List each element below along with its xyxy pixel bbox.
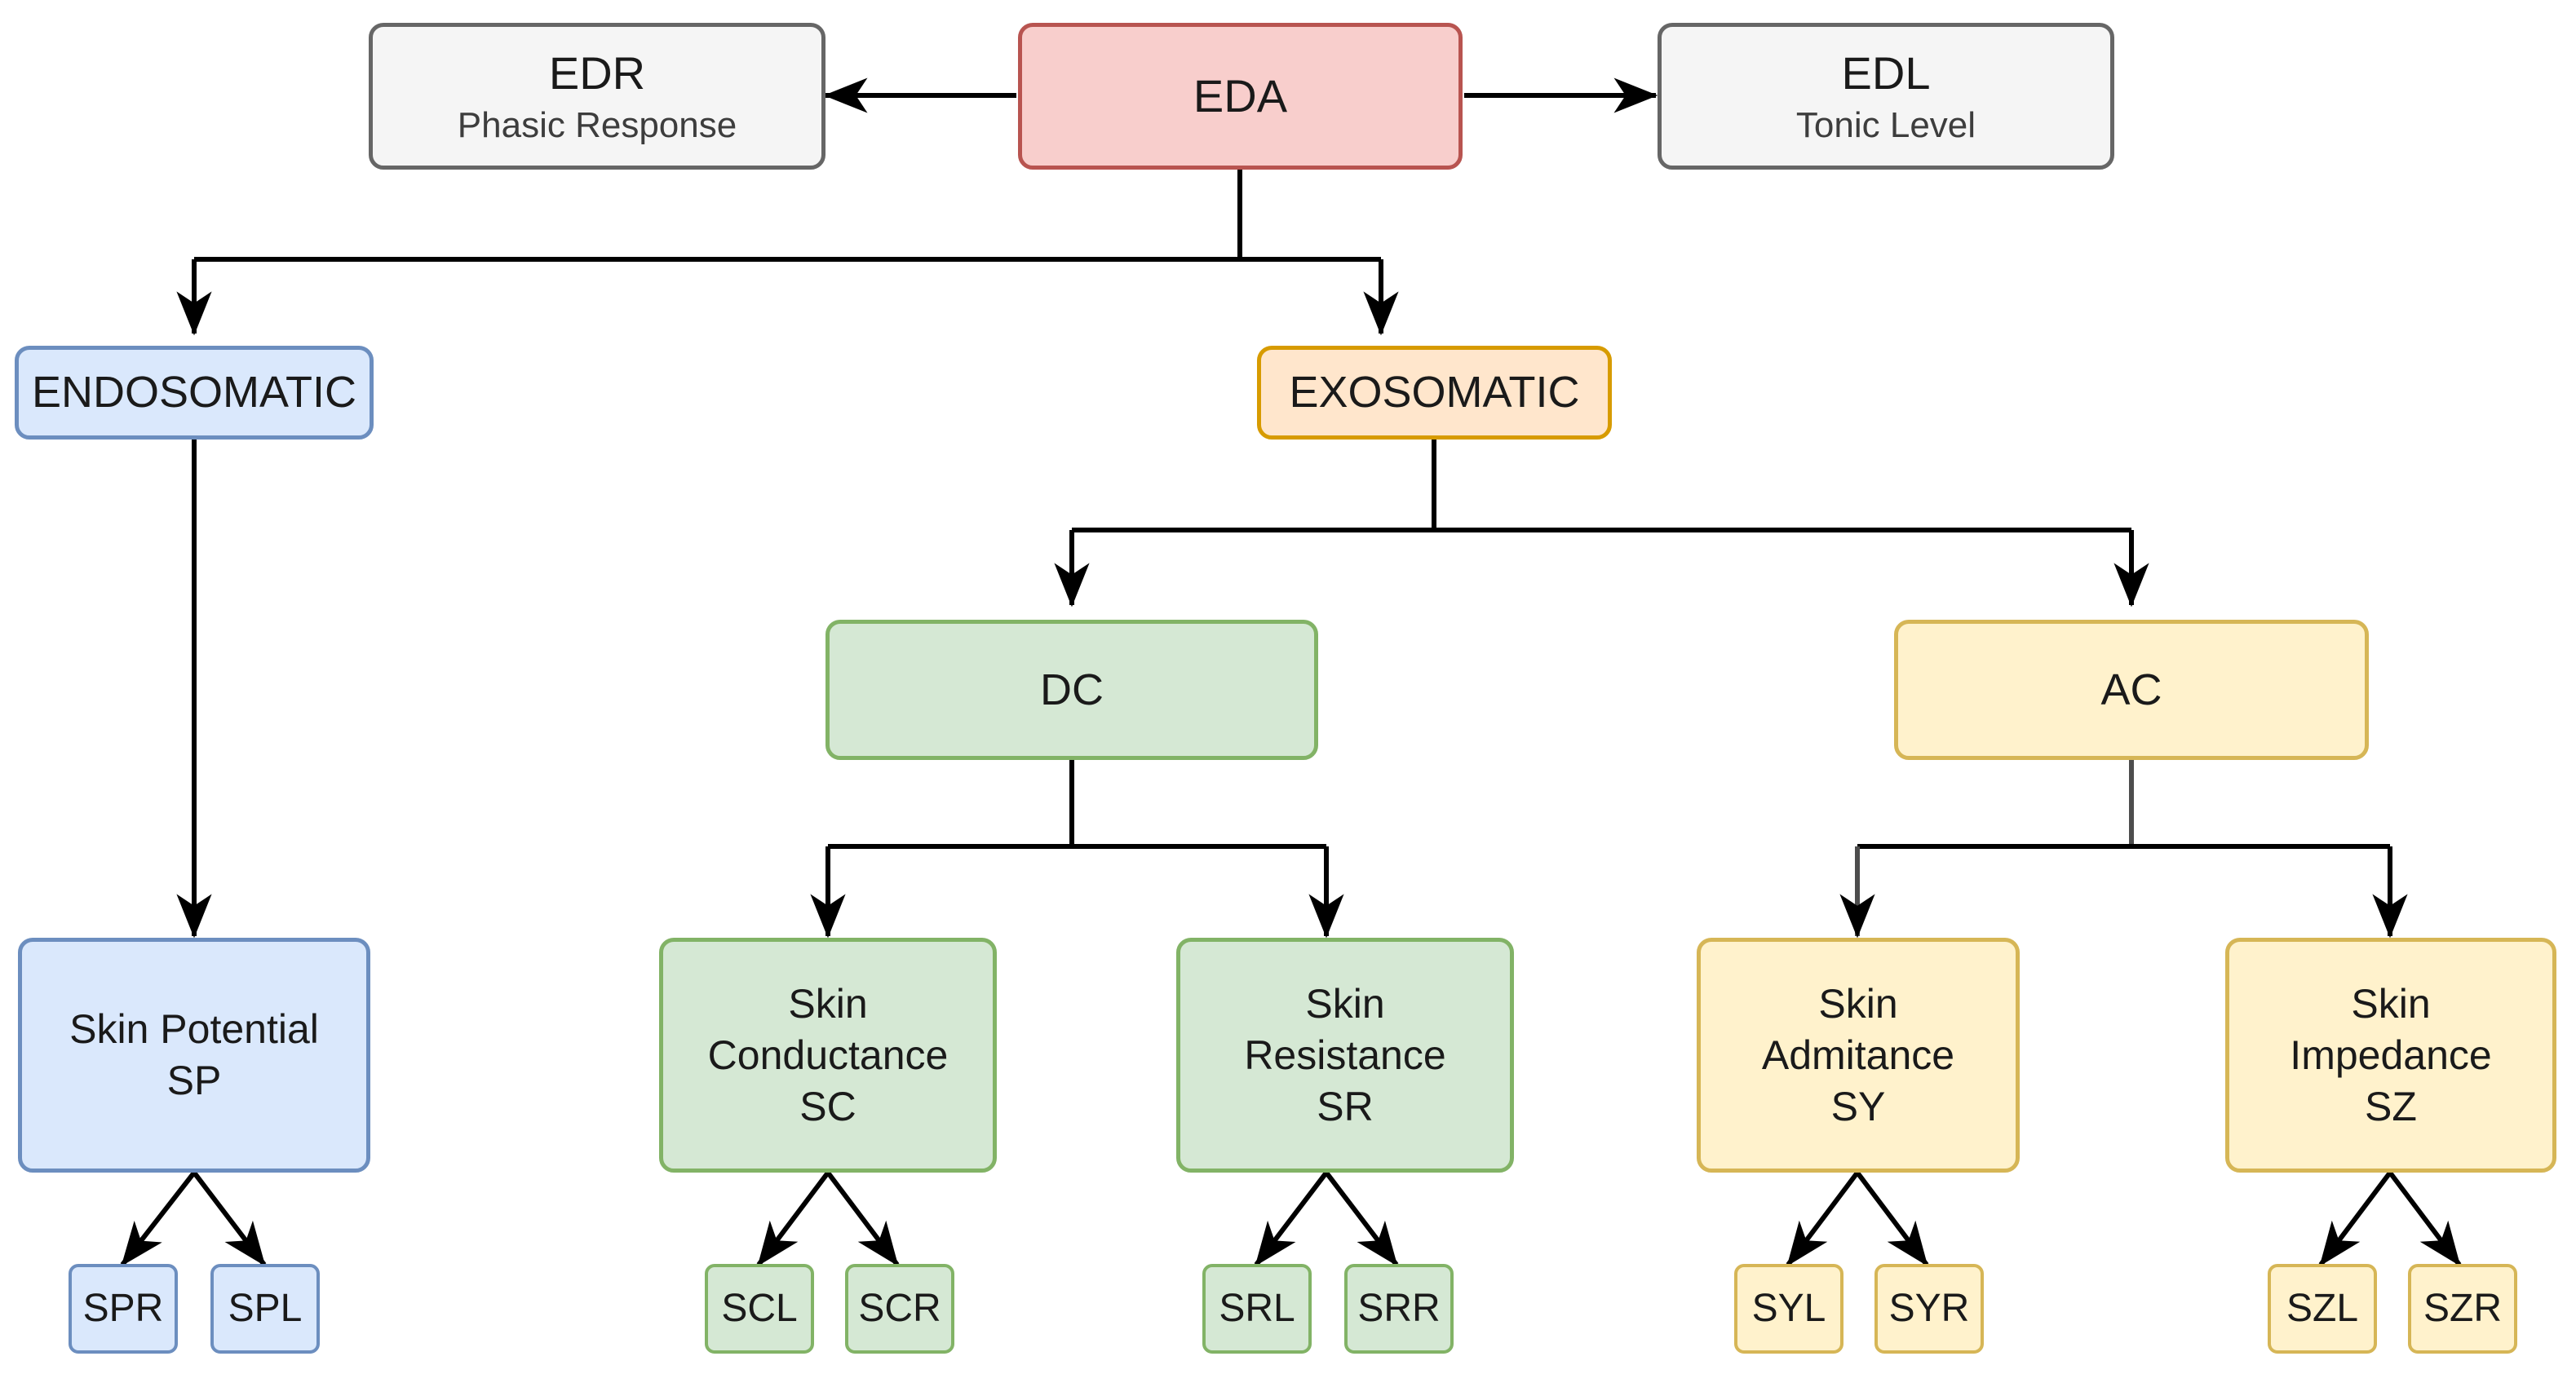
edge-sr-srl (1254, 1171, 1329, 1266)
node-skin-resistance-line2: Resistance (1244, 1032, 1446, 1078)
node-szr-label: SZR (2423, 1286, 2502, 1330)
node-spr[interactable]: SPR (69, 1264, 178, 1354)
edge-sp-spl (192, 1171, 267, 1266)
node-szl-label: SZL (2286, 1286, 2359, 1330)
node-skin-conductance-line3: SC (799, 1083, 856, 1129)
node-skin-admitance-line2: Admitance (1761, 1032, 1955, 1078)
edge-sy-syr (1855, 1171, 1929, 1266)
node-exosomatic-label: EXOSOMATIC (1289, 368, 1580, 418)
node-syl[interactable]: SYL (1734, 1264, 1843, 1354)
node-srl[interactable]: SRL (1202, 1264, 1312, 1354)
node-edl-title: EDL (1841, 47, 1931, 99)
node-edl-subtitle: Tonic Level (1795, 104, 1976, 145)
node-endosomatic-label: ENDOSOMATIC (31, 368, 356, 418)
edge-sp-spr (120, 1171, 197, 1266)
edge-sz-szr (2388, 1171, 2462, 1266)
node-edr[interactable]: EDR Phasic Response (369, 23, 825, 170)
node-scr[interactable]: SCR (845, 1264, 954, 1354)
node-skin-conductance-line2: Conductance (707, 1032, 949, 1078)
node-syr[interactable]: SYR (1874, 1264, 1984, 1354)
node-skin-potential-line2: SP (166, 1058, 222, 1103)
node-skin-admitance-line1: Skin (1818, 980, 1898, 1027)
node-srl-label: SRL (1219, 1286, 1295, 1330)
node-skin-resistance-line3: SR (1317, 1083, 1374, 1129)
node-skin-impedance-line2: Impedance (2290, 1032, 2492, 1078)
edge-sr-srr (1324, 1171, 1399, 1266)
edge-sy-syl (1786, 1171, 1860, 1266)
node-skin-impedance-line1: Skin (2351, 980, 2431, 1027)
node-endosomatic[interactable]: ENDOSOMATIC (15, 346, 374, 440)
node-spl-label: SPL (228, 1286, 303, 1330)
node-szl[interactable]: SZL (2268, 1264, 2377, 1354)
node-exosomatic[interactable]: EXOSOMATIC (1257, 346, 1612, 440)
node-eda[interactable]: EDA (1018, 23, 1463, 170)
node-srr[interactable]: SRR (1344, 1264, 1454, 1354)
node-spr-label: SPR (82, 1286, 164, 1330)
node-edr-title: EDR (548, 47, 646, 99)
edge-sc-scl (756, 1171, 830, 1266)
node-skin-admitance[interactable]: Skin Admitance SY (1697, 938, 2020, 1173)
node-szr[interactable]: SZR (2408, 1264, 2517, 1354)
node-srr-label: SRR (1357, 1286, 1441, 1330)
node-edl[interactable]: EDL Tonic Level (1658, 23, 2114, 170)
node-eda-title: EDA (1193, 69, 1288, 121)
edge-sz-szl (2318, 1171, 2392, 1266)
node-skin-impedance-line3: SZ (2365, 1083, 2417, 1129)
node-skin-potential-line1: Skin Potential (69, 1006, 319, 1052)
node-scl-label: SCL (721, 1286, 798, 1330)
node-edr-subtitle: Phasic Response (457, 104, 737, 145)
node-syr-label: SYR (1888, 1286, 1970, 1330)
node-skin-potential[interactable]: Skin Potential SP (18, 938, 370, 1173)
node-spl[interactable]: SPL (210, 1264, 320, 1354)
edge-sc-scr (825, 1171, 900, 1266)
node-dc[interactable]: DC (825, 620, 1318, 760)
node-ac-label: AC (2100, 665, 2162, 714)
node-skin-admitance-line3: SY (1830, 1083, 1886, 1129)
node-skin-conductance-line1: Skin (788, 980, 868, 1027)
node-dc-label: DC (1040, 665, 1104, 714)
node-skin-resistance-line1: Skin (1305, 980, 1385, 1027)
node-skin-impedance[interactable]: Skin Impedance SZ (2225, 938, 2556, 1173)
node-ac[interactable]: AC (1894, 620, 2369, 760)
node-scr-label: SCR (858, 1286, 941, 1330)
node-scl[interactable]: SCL (705, 1264, 814, 1354)
node-syl-label: SYL (1751, 1286, 1826, 1330)
node-skin-conductance[interactable]: Skin Conductance SC (659, 938, 997, 1173)
node-skin-resistance[interactable]: Skin Resistance SR (1176, 938, 1514, 1173)
